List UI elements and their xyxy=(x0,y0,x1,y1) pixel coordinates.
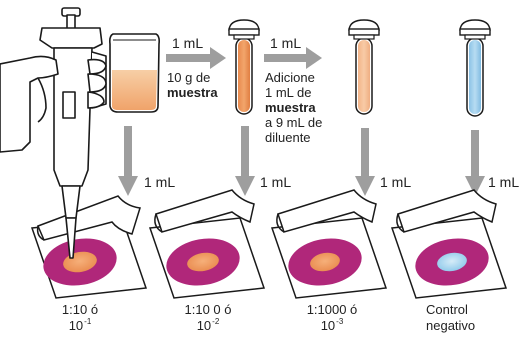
control-line2: negativo xyxy=(426,318,476,333)
instruction-line5: diluente xyxy=(265,130,311,145)
arrow-down-2 xyxy=(235,126,255,196)
instruction-line4: a 9 mL de xyxy=(265,115,323,130)
bag-caption-line1: 10 g de xyxy=(167,70,211,85)
tube-2 xyxy=(348,19,380,115)
dilution-instruction: Adicione 1 mL de muestra a 9 mL de dilue… xyxy=(265,70,322,145)
pipette xyxy=(39,7,107,259)
plating-volume-4: 1 mL xyxy=(488,174,520,190)
instruction-line3: muestra xyxy=(265,100,316,115)
dilution-label-3: 1:1000 ó 10-3 xyxy=(290,303,374,332)
transfer-label-2: 1 mL xyxy=(270,35,302,51)
dilution-power-2: 10-2 xyxy=(196,317,220,333)
dilution-ratio-1: 1:10 ó xyxy=(61,302,99,317)
bag-caption: 10 g de muestra xyxy=(167,70,218,100)
control-label: Control negativo xyxy=(426,303,475,332)
instruction-line2: 1 mL de xyxy=(265,85,312,100)
arrow-down-1 xyxy=(118,126,138,196)
plate-3 xyxy=(270,189,388,299)
dilution-label-2: 1:10 0 ó 10-2 xyxy=(168,303,248,332)
plating-volume-1: 1 mL xyxy=(144,174,176,190)
instruction-line1: Adicione xyxy=(265,70,315,85)
control-tube xyxy=(459,19,491,117)
arrow-right-2 xyxy=(264,47,322,69)
plate-control-spot xyxy=(437,252,467,272)
dilution-power-3: 10-3 xyxy=(320,317,344,333)
dilution-ratio-3: 1:1000 ó xyxy=(306,302,358,317)
dilution-ratio-2: 1:10 0 ó xyxy=(184,302,232,317)
plate-3-spot xyxy=(310,252,340,272)
plating-arrows xyxy=(118,126,485,196)
hand xyxy=(0,55,107,153)
plate-2 xyxy=(148,189,266,299)
dilution-label-1: 1:10 ó 10-1 xyxy=(44,303,116,332)
sample-bag xyxy=(109,33,160,113)
plating-volume-3: 1 mL xyxy=(380,174,412,190)
tube-1 xyxy=(228,19,260,115)
control-line1: Control xyxy=(426,302,468,317)
arrow-down-3 xyxy=(355,128,375,196)
plate-1 xyxy=(30,195,148,299)
transfer-arrows xyxy=(166,47,322,69)
dilution-power-1: 10-1 xyxy=(68,317,92,333)
plate-2-spot xyxy=(187,252,219,272)
plate-control xyxy=(390,189,508,299)
arrow-right-1 xyxy=(166,47,226,69)
transfer-label-1: 1 mL xyxy=(172,35,204,51)
bag-caption-line2: muestra xyxy=(167,85,218,100)
arrow-down-4 xyxy=(465,130,485,196)
plating-volume-2: 1 mL xyxy=(260,174,292,190)
